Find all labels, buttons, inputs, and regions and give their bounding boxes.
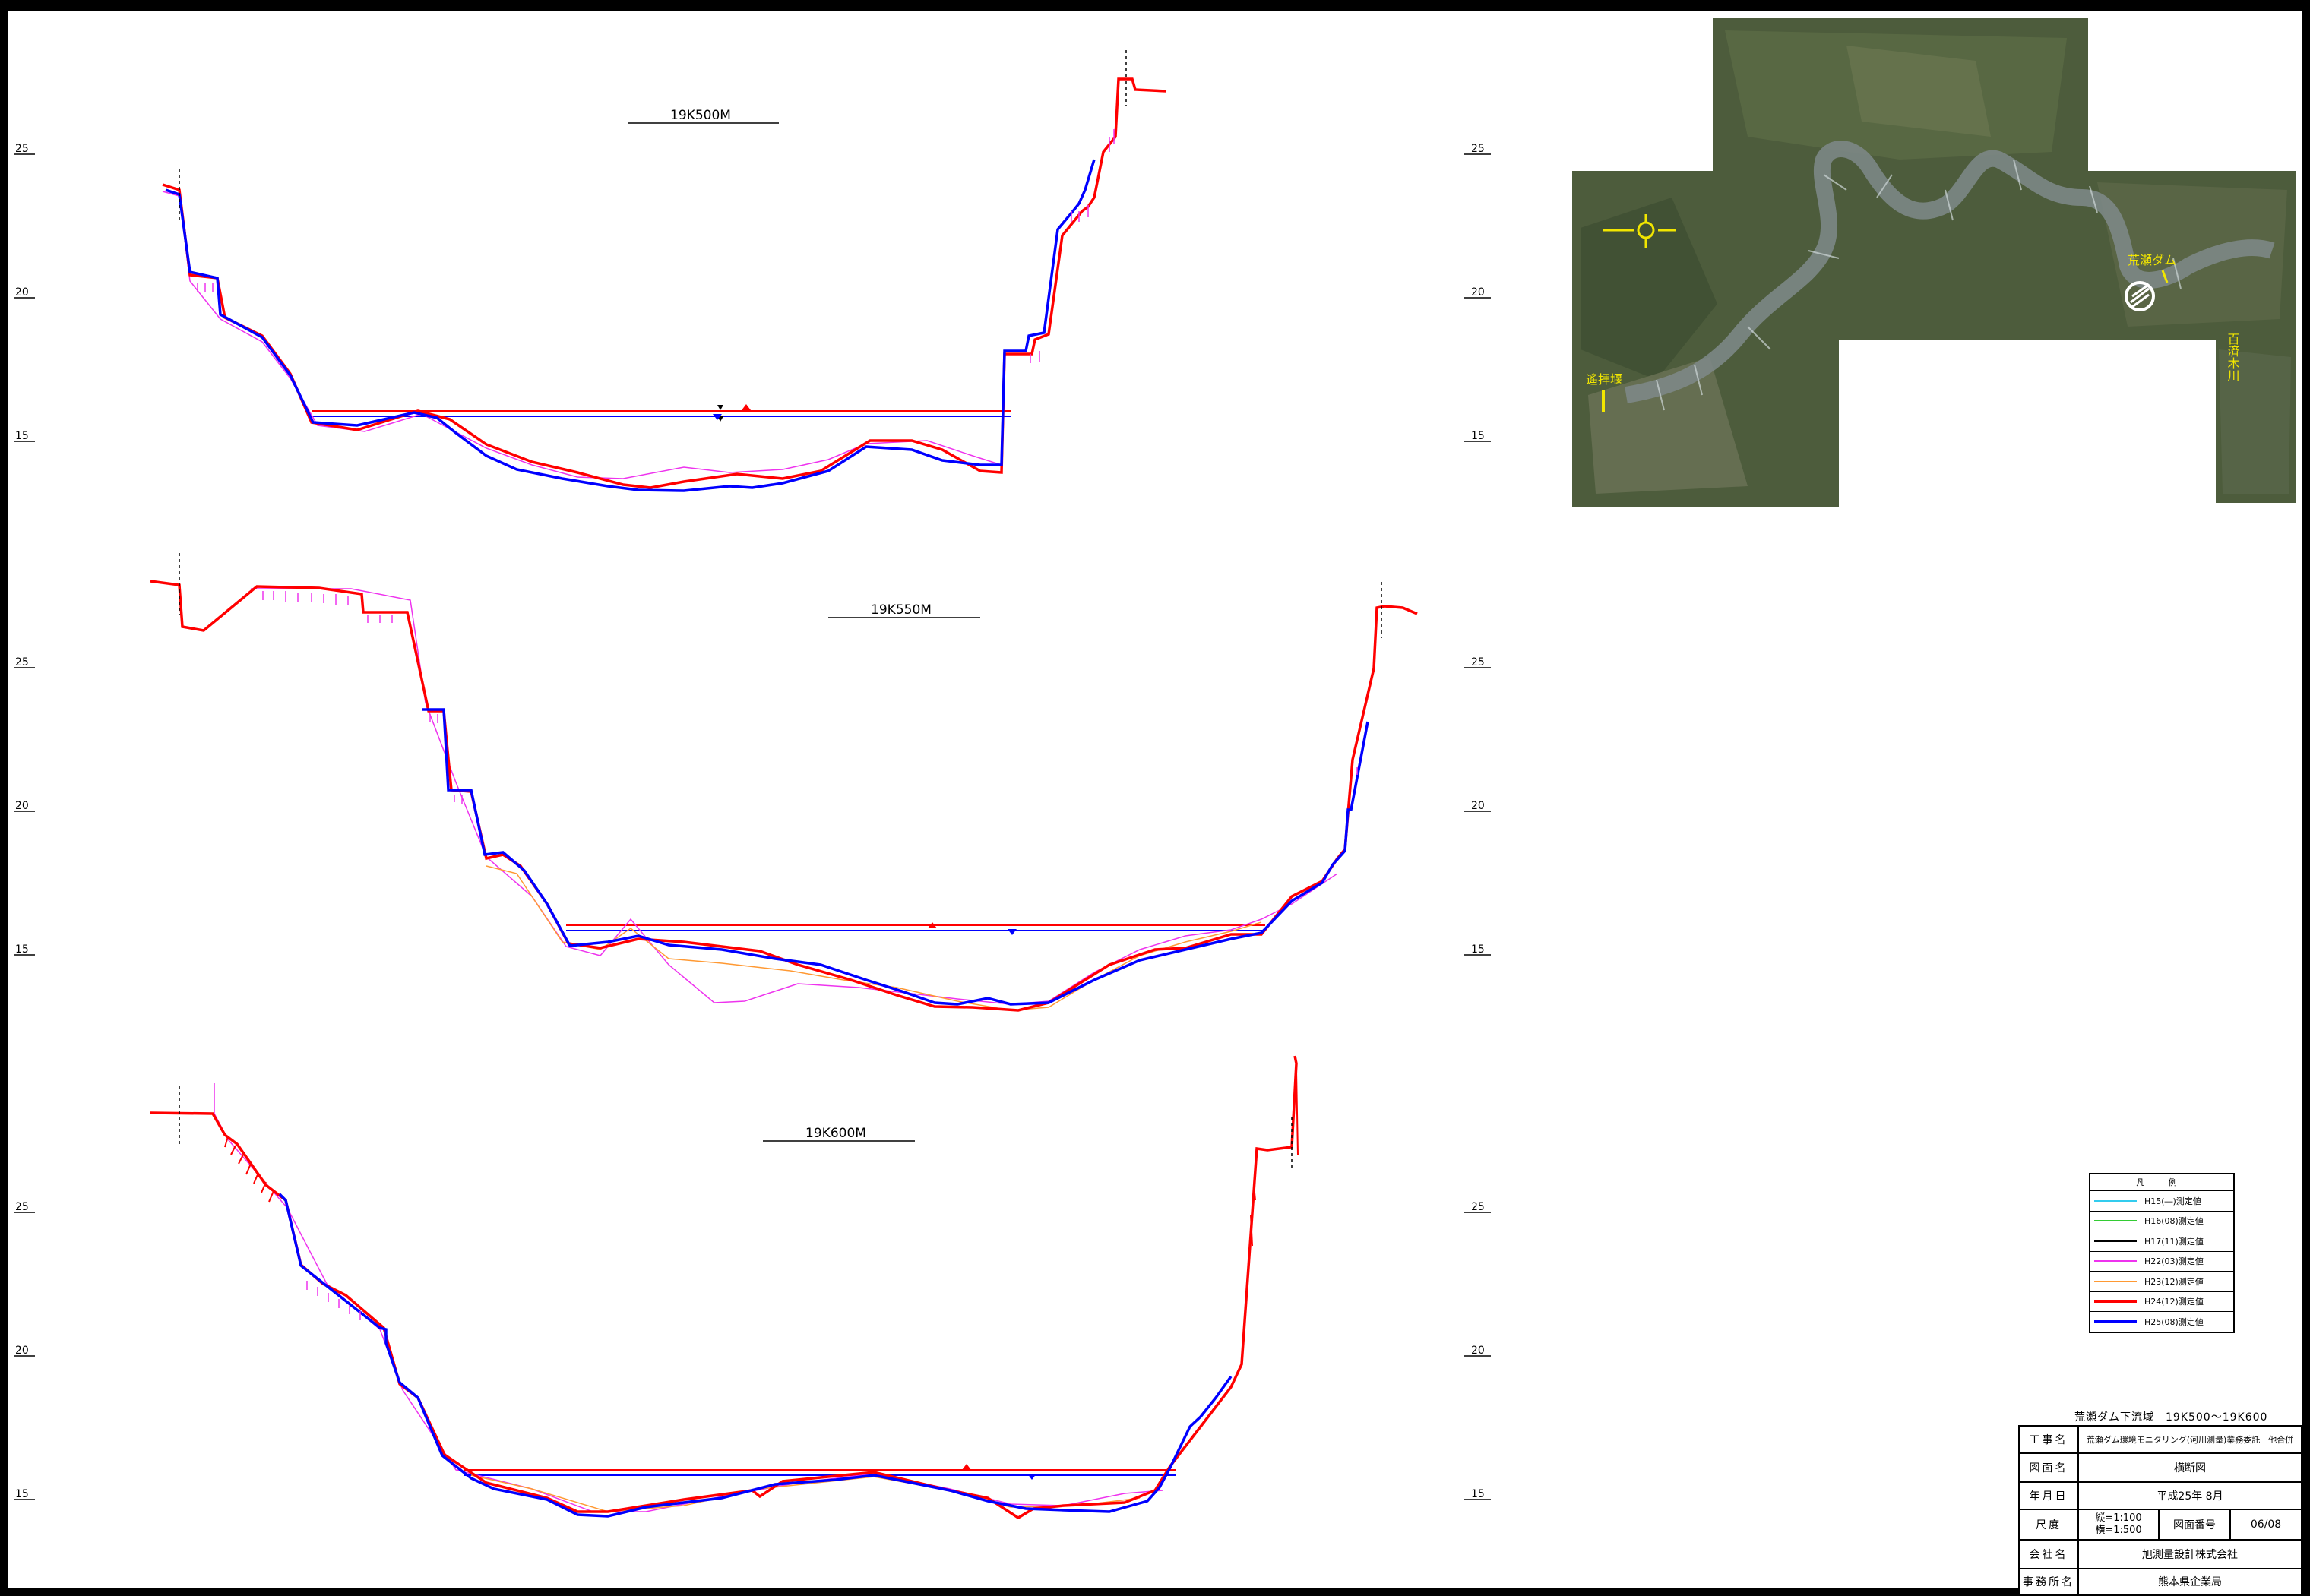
elev-label-left-25: 25: [15, 656, 29, 668]
section-19k500: 25 20 15 25 20 15 19K500M: [14, 50, 1491, 492]
title-block: 工事名 荒瀬ダム環境モニタリング(河川測量)業務委託 他合併 図面名 横断図 年…: [2018, 1425, 2302, 1595]
legend-label: H23(12)測定値: [2144, 1276, 2204, 1287]
elev-label-left-20: 20: [15, 286, 29, 299]
date-key: 年月日: [2018, 1481, 2079, 1510]
section-title: 19K550M: [871, 602, 932, 618]
legend-title: 凡 例: [2090, 1174, 2233, 1191]
north-arrow-icon: [1603, 214, 1676, 248]
company-key: 会社名: [2018, 1539, 2079, 1569]
legend-swatch: [2094, 1319, 2137, 1323]
elev-label-right-20: 20: [1471, 1345, 1485, 1357]
date-value: 平成25年 8月: [2077, 1481, 2302, 1510]
legend: 凡 例 H15(―)測定値 H16(08)測定値 H17(11)測定値 H22(…: [2089, 1173, 2235, 1333]
scale-horizontal: 横=1:500: [2095, 1525, 2142, 1536]
legend-swatch: [2094, 1220, 2137, 1222]
elev-label-right-25: 25: [1471, 1201, 1485, 1213]
elev-label-left-15: 15: [15, 943, 29, 956]
project-key: 工事名: [2018, 1425, 2079, 1454]
elev-label-right-15: 15: [1471, 1488, 1485, 1500]
legend-item: H23(12)測定値: [2090, 1272, 2233, 1292]
elev-label-right-15: 15: [1471, 943, 1485, 956]
drawing-name-value: 横断図: [2077, 1452, 2302, 1483]
elev-label-left-25: 25: [15, 143, 29, 155]
elev-label-right-25: 25: [1471, 143, 1485, 155]
drawing-name-key: 図面名: [2018, 1452, 2079, 1483]
drawing-number-value: 06/08: [2229, 1509, 2302, 1541]
legend-label: H25(08)測定値: [2144, 1316, 2204, 1327]
scale-key: 尺度: [2018, 1509, 2079, 1541]
map-label-arase-dam: 荒瀬ダム: [2128, 253, 2176, 267]
elev-label-left-25: 25: [15, 1201, 29, 1213]
legend-swatch: [2094, 1280, 2137, 1282]
elev-label-left-20: 20: [15, 800, 29, 812]
elev-label-right-15: 15: [1471, 430, 1485, 442]
office-value: 熊本県企業局: [2077, 1568, 2302, 1595]
map-label-yohai-weir: 遙拝堰: [1586, 372, 1622, 387]
aerial-map: 荒瀬ダム 遙拝堰 百済木川: [1572, 18, 2296, 507]
project-value: 荒瀬ダム環境モニタリング(河川測量)業務委託 他合併: [2077, 1425, 2302, 1454]
section-19k550: 25 20 15 25 20 15 19K550M: [14, 553, 1491, 1012]
legend-swatch: [2094, 1199, 2137, 1202]
legend-item: H25(08)測定値: [2090, 1312, 2233, 1332]
legend-label: H24(12)測定値: [2144, 1297, 2204, 1307]
legend-swatch: [2094, 1300, 2137, 1304]
legend-swatch: [2094, 1260, 2137, 1263]
title-block-caption: 荒瀬ダム下流域 19K500～19K600: [2074, 1411, 2268, 1424]
elev-label-right-20: 20: [1471, 286, 1485, 299]
map-label-kudaragi-river: 百済木川: [2226, 333, 2240, 381]
section-19k600: 25 20 15 25 20 15 19K600M: [14, 1055, 1491, 1520]
legend-label: H17(11)測定値: [2144, 1236, 2204, 1247]
elev-label-left-15: 15: [15, 1488, 29, 1500]
legend-item: H17(11)測定値: [2090, 1231, 2233, 1252]
legend-item: H24(12)測定値: [2090, 1291, 2233, 1312]
legend-label: H15(―)測定値: [2144, 1196, 2201, 1206]
legend-label: H16(08)測定値: [2144, 1216, 2204, 1227]
elev-label-left-20: 20: [15, 1345, 29, 1357]
drawing-number-key: 図面番号: [2158, 1509, 2231, 1541]
legend-label: H22(03)測定値: [2144, 1256, 2204, 1267]
legend-swatch: [2094, 1240, 2137, 1242]
scale-vertical: 縦=1:100: [2095, 1512, 2142, 1524]
company-value: 旭測量設計株式会社: [2077, 1539, 2302, 1569]
elev-label-right-25: 25: [1471, 656, 1485, 668]
section-title: 19K600M: [805, 1126, 866, 1141]
office-key: 事務所名: [2018, 1568, 2079, 1595]
legend-item: H15(―)測定値: [2090, 1191, 2233, 1212]
elev-label-left-15: 15: [15, 430, 29, 442]
legend-item: H22(03)測定値: [2090, 1251, 2233, 1272]
legend-item: H16(08)測定値: [2090, 1211, 2233, 1231]
elev-label-right-20: 20: [1471, 800, 1485, 812]
section-title: 19K500M: [670, 108, 731, 123]
dam-symbol-icon: [2125, 270, 2169, 311]
